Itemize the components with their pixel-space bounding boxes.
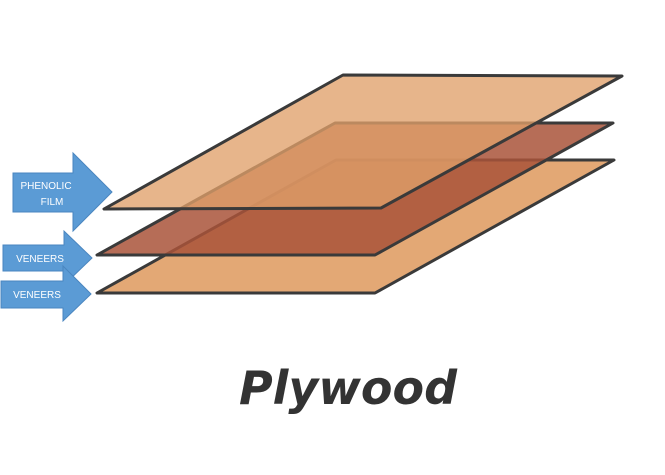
diagram-title: Plywood — [239, 361, 458, 415]
veneers-label-1: VENEERS — [16, 254, 64, 265]
phenolic-film-layer — [102, 73, 624, 211]
phenolic-film-arrow: PHENOLIC FILM — [12, 151, 113, 233]
phenolic-film-label-line2: FILM — [41, 197, 64, 208]
veneers-label-2: VENEERS — [13, 290, 61, 301]
veneers-arrow-1: VENEERS — [2, 229, 93, 287]
veneers-arrow-2: VENEERS — [0, 264, 92, 323]
phenolic-film-label-line1: PHENOLIC — [20, 181, 71, 192]
